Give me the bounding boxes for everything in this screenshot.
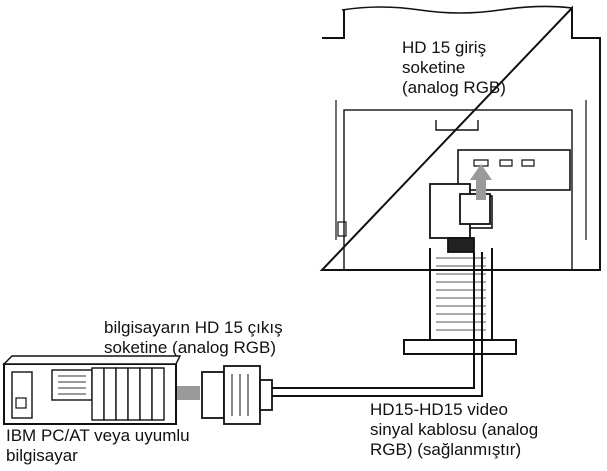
computer-label: IBM PC/AT veya uyumlu bilgisayar [6,426,190,465]
monitor-stand-base [403,339,517,355]
computer-case [2,355,182,425]
pc-side-plug [201,365,273,425]
monitor-vent-notch [435,120,479,131]
monitor-inner-panel [343,109,573,271]
stand-hatching [436,257,486,331]
video-cable [262,252,483,397]
monitor-input-label: HD 15 giriş soketine (analog RGB) [402,38,506,97]
monitor-side-plug [429,183,491,253]
connector-bay [457,149,571,191]
monitor-housing [319,5,601,271]
computer-grille [58,375,86,395]
monitor-side-clip [337,221,347,237]
computer-output-label: bilgisayarın HD 15 çıkış soketine (analo… [104,318,283,357]
connector-bay-ports [473,159,535,167]
monitor-arrow [470,164,492,200]
cable-label: HD15-HD15 video sinyal kablosu (analog R… [370,400,539,459]
monitor-side-detail [335,100,587,240]
monitor-top-edge [341,5,573,14]
